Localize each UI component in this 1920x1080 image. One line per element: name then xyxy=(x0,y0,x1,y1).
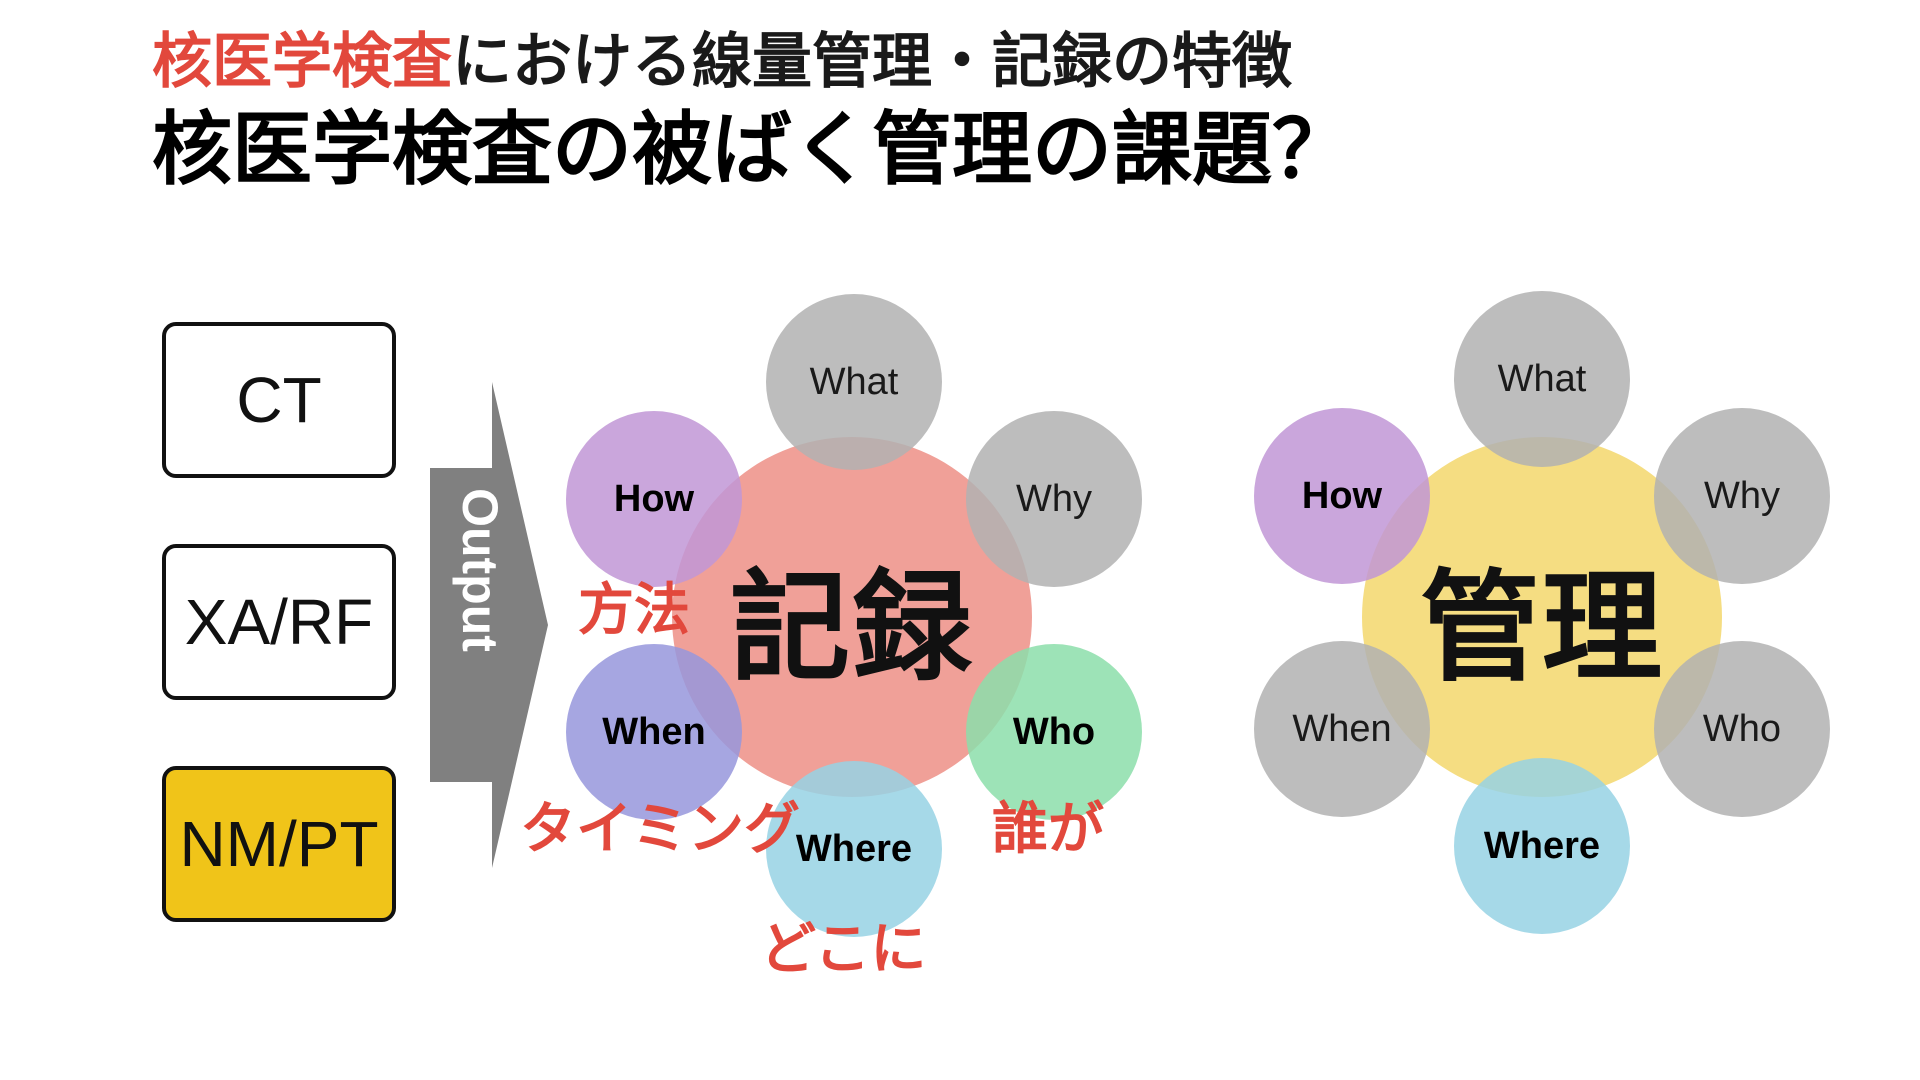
manage-petal-where: Where xyxy=(1454,758,1630,934)
manage-petal-when-label: When xyxy=(1292,707,1392,750)
manage-petal-who-label: Who xyxy=(1702,707,1782,750)
manage-center-label: 管理 xyxy=(1420,559,1664,698)
subtitle-accent: 核医学検査 xyxy=(152,27,452,97)
manage-petal-how: How xyxy=(1254,408,1430,584)
manage-petal-who: Who xyxy=(1654,641,1830,817)
record-petal-why-label: Why xyxy=(1016,477,1092,520)
record-petal-how: How xyxy=(566,411,742,587)
note-when: タイミング xyxy=(520,797,800,862)
note-how: 方法 xyxy=(578,578,690,643)
record-petal-how-label: How xyxy=(613,477,695,520)
modality-box-nm-pt: NM/PT xyxy=(162,766,396,922)
record-petal-where: Where xyxy=(766,761,942,937)
output-arrow-shape xyxy=(430,382,548,868)
manage-petal-what: What xyxy=(1454,291,1630,467)
modality-box-xa-rf: XA/RF xyxy=(162,544,396,700)
manage-petal-what-label: What xyxy=(1497,357,1587,400)
modality-box-ct: CT xyxy=(162,322,396,478)
record-petal-where-label: Where xyxy=(795,827,913,870)
manage-petal-where-label: Where xyxy=(1483,824,1601,867)
record-petal-when: When xyxy=(566,644,742,820)
manage-petal-how-label: How xyxy=(1301,474,1383,517)
note-who: 誰が xyxy=(992,797,1104,862)
slide-subtitle: 核医学検査における線量管理・記録の特徴 xyxy=(152,22,1292,102)
manage-petal-when: When xyxy=(1254,641,1430,817)
manage-petal-why: Why xyxy=(1654,408,1830,584)
output-arrow-label: Output xyxy=(452,488,508,652)
record-petal-when-label: When xyxy=(602,710,706,753)
subtitle-rest: における線量管理・記録の特徴 xyxy=(452,27,1292,97)
record-center-label: 記録 xyxy=(730,559,974,698)
record-petal-what-label: What xyxy=(809,360,899,403)
record-petal-who-label: Who xyxy=(1012,710,1096,753)
record-petal-why: Why xyxy=(966,411,1142,587)
slide-title: 核医学検査の被ばく管理の課題？ xyxy=(152,103,1352,196)
record-petal-who: Who xyxy=(966,644,1142,820)
note-where: どこに xyxy=(760,917,927,982)
manage-petal-why-label: Why xyxy=(1704,474,1780,517)
record-petal-what: What xyxy=(766,294,942,470)
